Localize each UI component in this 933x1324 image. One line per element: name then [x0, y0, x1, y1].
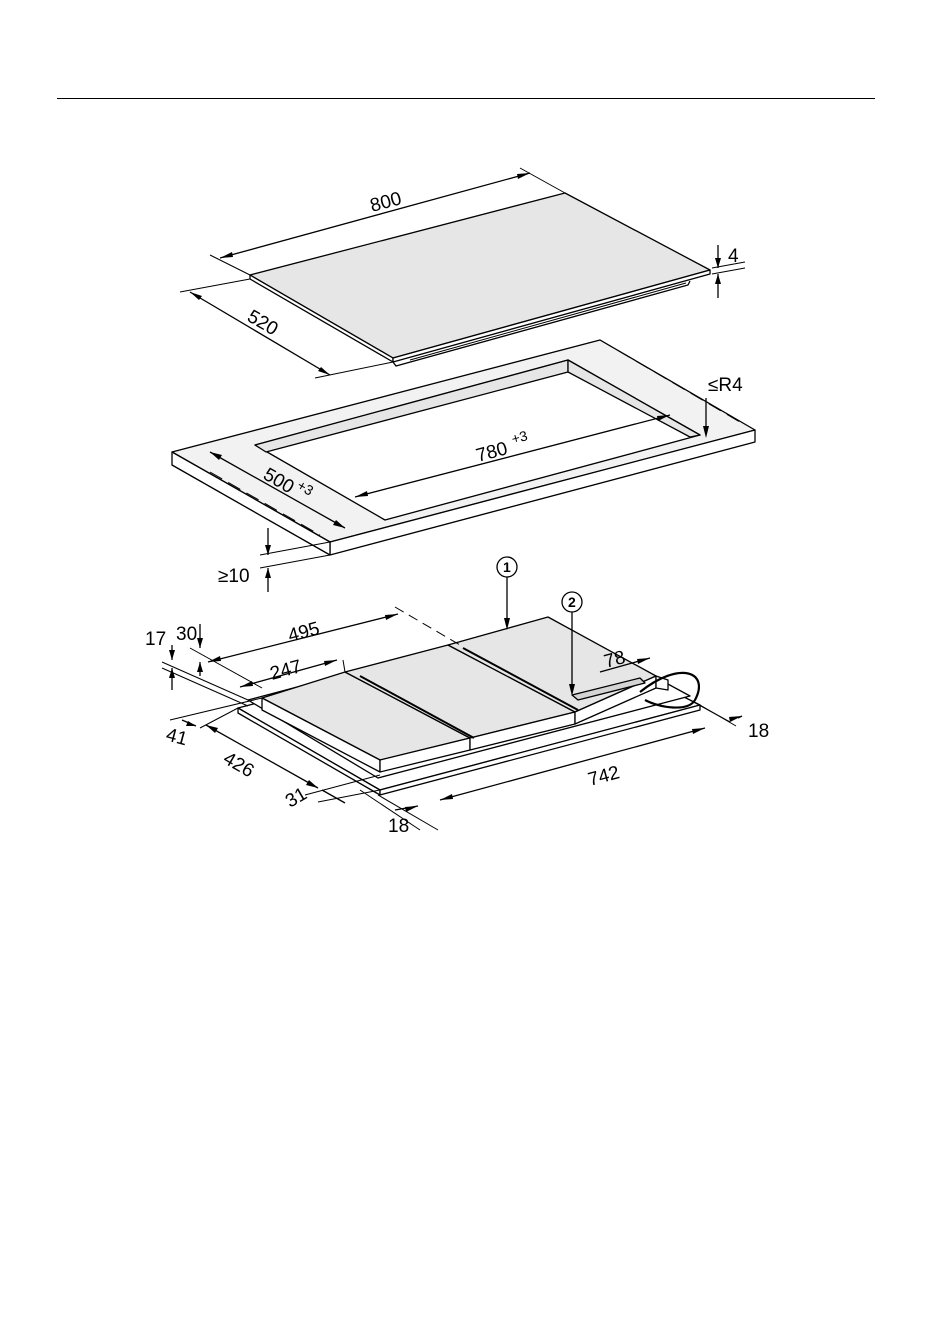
cutout-drawing: 780 +3 500 +3 ≤R4 ≥10 [172, 340, 755, 592]
marker-2-label: 2 [568, 594, 576, 610]
dim-label-247: 247 [268, 656, 304, 684]
marker-1-label: 1 [503, 559, 511, 575]
dim-label-30: 30 [176, 624, 197, 645]
radius-label: ≤R4 [708, 375, 743, 396]
dim-label-18-right: 18 [748, 721, 769, 742]
dim-label-18-front: 18 [388, 816, 409, 837]
dim-label-742: 742 [586, 762, 622, 790]
dim-label-426: 426 [220, 748, 258, 782]
dim-label-4: 4 [728, 246, 739, 267]
dim-label-495: 495 [286, 618, 322, 646]
dim-label-520: 520 [244, 306, 282, 340]
underside-drawing: 1 2 495 247 78 [145, 557, 769, 837]
min-gap-label: ≥10 [218, 566, 250, 587]
dim-label-800: 800 [368, 188, 404, 216]
dim-label-31: 31 [282, 784, 311, 813]
dim-label-17: 17 [145, 629, 166, 650]
dim-label-41: 41 [164, 725, 190, 751]
hob-drawing: 800 520 4 [180, 168, 745, 378]
